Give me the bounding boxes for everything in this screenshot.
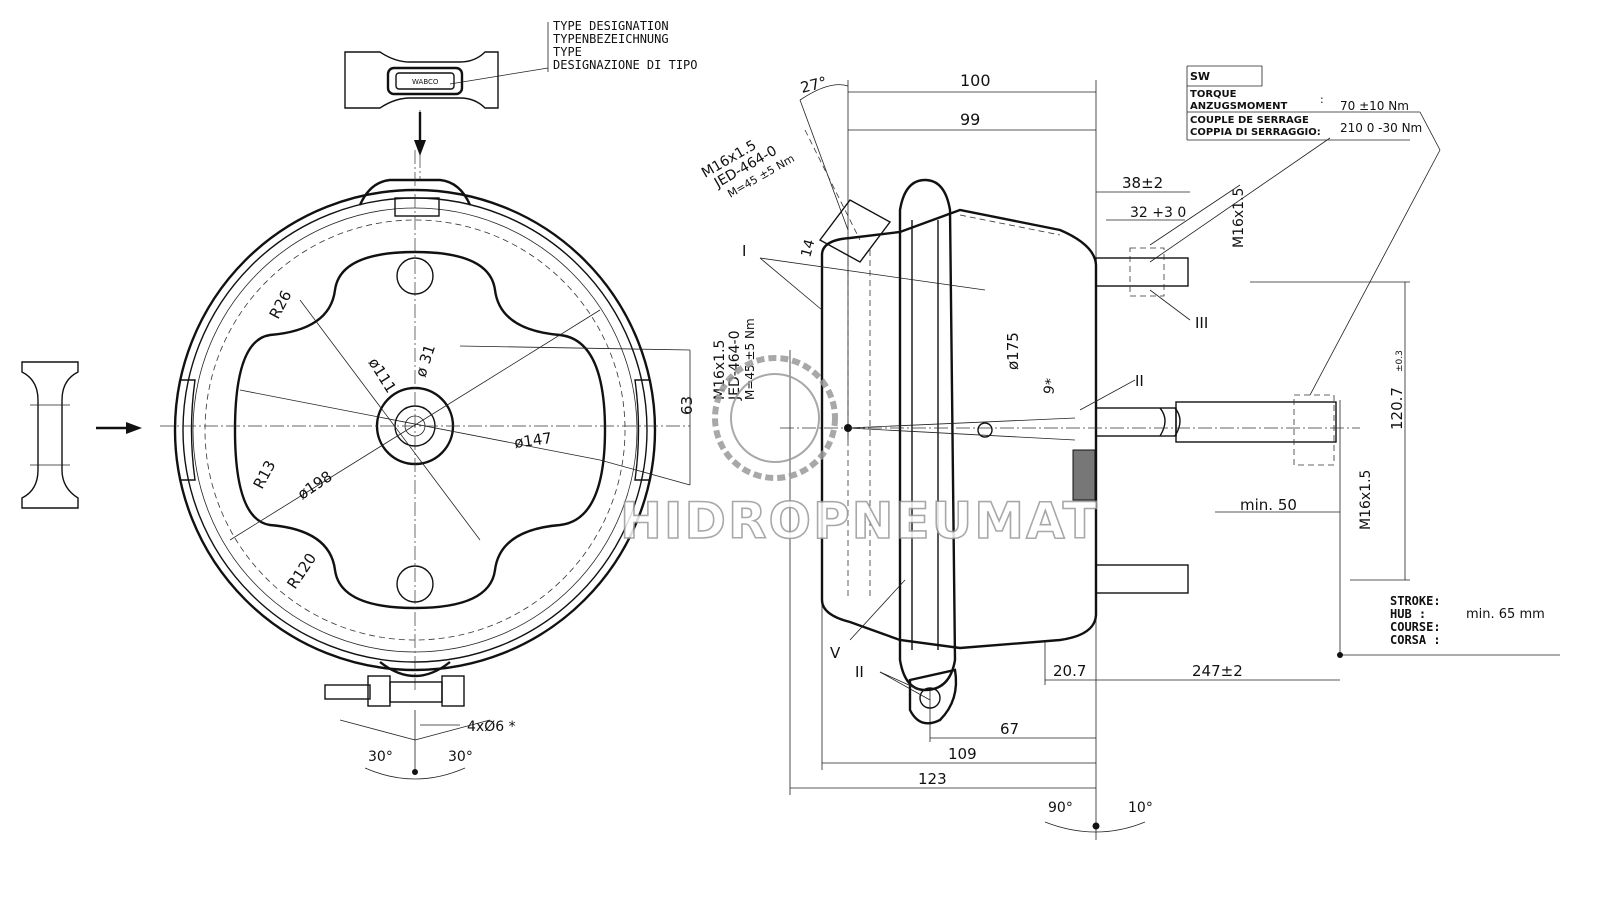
label-III: III — [1195, 314, 1208, 332]
dim-r120: R120 — [283, 550, 320, 592]
thread-right-top: M16x1.5 — [1231, 188, 1247, 248]
side-thread-note: M16x1.5 JED-464-0 M=45 ±5 Nm — [699, 137, 797, 200]
watermark-gear-icon — [712, 355, 838, 481]
clamp-profile-detail — [21, 361, 142, 509]
dim-120-7-tol: ±0.3 — [1395, 350, 1405, 372]
type-designation-detail: WABCO TYPE DESIGNATION TYPENBEZEICHNUNG … — [344, 19, 698, 180]
stroke-value: min. 65 mm — [1466, 607, 1545, 622]
torque-label-2: ANZUGSMOMENT — [1190, 101, 1287, 112]
torque-value-2: 210 0 -30 Nm — [1340, 121, 1422, 135]
front-thread-line-1: M16x1.5 — [712, 340, 728, 400]
type-designation-line-3: TYPE — [553, 45, 582, 59]
torque-label-1: TORQUE — [1190, 89, 1237, 100]
dim-9: 9* — [1041, 377, 1060, 395]
angle-90: 90° — [1048, 800, 1073, 816]
angle-left-30: 30° — [368, 749, 393, 765]
stroke-note: STROKE: HUB : COURSE: CORSA : min. 65 mm — [1390, 594, 1545, 647]
dim-holes: 4xØ6 * — [467, 719, 516, 735]
dim-32: 32 +3 0 — [1130, 205, 1186, 221]
stroke-label-2: HUB : — [1390, 607, 1426, 621]
torque-sw: SW — [1190, 70, 1210, 83]
torque-colon-1: : — [1320, 93, 1324, 106]
dim-67: 67 — [1000, 720, 1019, 738]
label-II-bottom: II — [855, 663, 864, 681]
label-I: I — [742, 242, 746, 260]
dim-r26: R26 — [266, 287, 296, 322]
front-thread-note: M16x1.5 JED-464-0 M=45 ±5 Nm — [712, 318, 757, 401]
dim-d147: ø147 — [513, 429, 553, 452]
torque-table: SW TORQUE ANZUGSMOMENT COUPLE DE SERRAGE… — [1186, 65, 1422, 141]
dim-d175: ø175 — [1004, 332, 1022, 370]
dim-63: 63 — [678, 396, 696, 415]
dim-38: 38±2 — [1122, 174, 1163, 192]
angle-10: 10° — [1128, 800, 1153, 816]
thread-right-bottom: M16x1.5 — [1358, 470, 1374, 530]
front-thread-line-2: JED-464-0 — [727, 331, 743, 402]
dim-r13: R13 — [250, 457, 280, 492]
stroke-label-4: CORSA : — [1390, 633, 1441, 647]
angle-27: 27° — [799, 73, 829, 97]
side-view: 27° 100 99 M16x1.5 JED-464-0 M=45 ±5 Nm … — [699, 71, 1560, 840]
torque-label-3: COUPLE DE SERRAGE — [1190, 115, 1309, 126]
type-designation-line-4: DESIGNAZIONE DI TIPO — [553, 58, 698, 72]
dim-20-7: 20.7 — [1053, 662, 1086, 680]
stroke-label-1: STROKE: — [1390, 594, 1441, 608]
torque-label-4: COPPIA DI SERRAGGIO: — [1190, 127, 1321, 138]
angle-right-30: 30° — [448, 749, 473, 765]
dim-d198: ø198 — [294, 467, 335, 503]
dim-99: 99 — [960, 110, 980, 129]
dim-d111: ø111 — [365, 355, 400, 397]
front-view: R26 ø111 ø 31 ø147 R13 ø198 R120 63 4xØ6… — [160, 150, 757, 780]
dim-min50: min. 50 — [1240, 496, 1297, 514]
label-II-rod: II — [1135, 372, 1144, 390]
dim-14: 14 — [798, 238, 818, 259]
type-designation-line-1: TYPE DESIGNATION — [553, 19, 669, 33]
dim-109: 109 — [948, 745, 977, 763]
type-designation-line-2: TYPENBEZEICHNUNG — [553, 32, 669, 46]
dim-123: 123 — [918, 770, 947, 788]
dim-100: 100 — [960, 71, 991, 90]
dim-d31: ø 31 — [412, 342, 439, 379]
label-V: V — [830, 644, 841, 662]
dim-120-7: 120.7 — [1388, 387, 1406, 430]
stroke-label-3: COURSE: — [1390, 620, 1441, 634]
watermark: HIDROPNEUMAT — [619, 355, 1099, 551]
wabco-marking: WABCO — [412, 78, 439, 86]
watermark-text: HIDROPNEUMAT — [620, 492, 1099, 550]
torque-value-1: 70 ±10 Nm — [1340, 99, 1409, 113]
dim-247: 247±2 — [1192, 662, 1243, 680]
front-thread-line-3: M=45 ±5 Nm — [743, 318, 757, 400]
